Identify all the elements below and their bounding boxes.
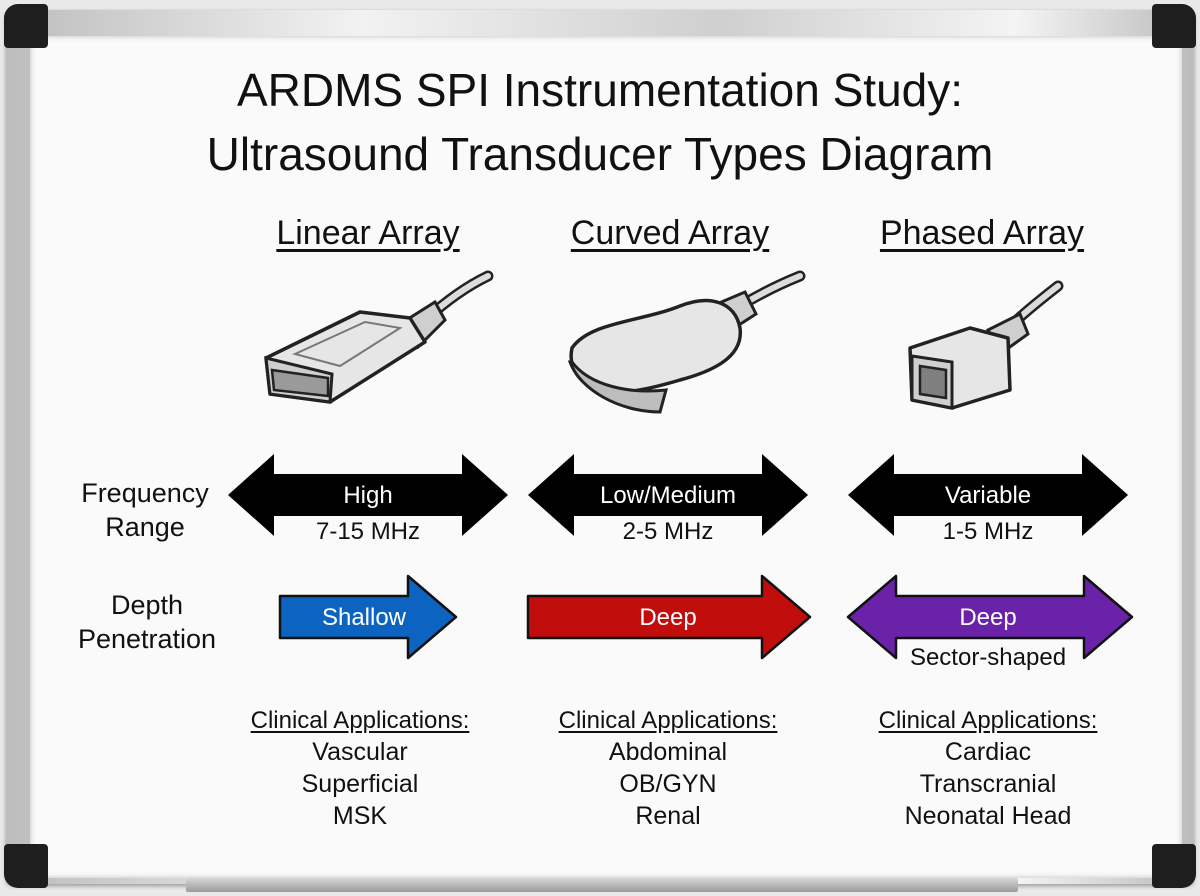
depth-arrow-linear xyxy=(278,574,458,660)
title-line-2: Ultrasound Transducer Types Diagram xyxy=(206,128,994,180)
depth-arrow-curved xyxy=(526,574,812,660)
application-item: Neonatal Head xyxy=(904,802,1072,830)
depth-label-phased: Deep xyxy=(959,604,1017,631)
frame-corner xyxy=(1152,4,1196,48)
frequency-arrow-curved xyxy=(528,454,808,536)
frequency-range-curved: 2-5 MHz xyxy=(622,518,714,545)
frequency-range-linear: 7-15 MHz xyxy=(315,518,421,545)
row-label-depth-line2: Penetration xyxy=(77,624,217,654)
application-item: Vascular xyxy=(312,738,408,766)
whiteboard-frame xyxy=(6,10,1194,884)
application-item: Renal xyxy=(635,802,701,830)
frequency-label-curved: Low/Medium xyxy=(599,482,737,509)
applications-heading-phased: Clinical Applications: xyxy=(878,707,1098,734)
frequency-range-phased: 1-5 MHz xyxy=(942,518,1034,545)
title-line-1: ARDMS SPI Instrumentation Study: xyxy=(236,64,964,116)
applications-heading-linear: Clinical Applications: xyxy=(250,707,470,734)
frame-corner xyxy=(4,844,48,888)
frame-corner xyxy=(1152,844,1196,888)
row-label-frequency: Frequency Range xyxy=(60,476,230,544)
frequency-label-linear: High xyxy=(343,482,393,509)
application-item: Abdominal xyxy=(608,738,728,766)
application-item: Transcranial xyxy=(919,770,1057,798)
row-label-frequency-line2: Range xyxy=(105,512,185,542)
frequency-label-phased: Variable xyxy=(944,482,1032,509)
row-label-frequency-line1: Frequency xyxy=(81,478,209,508)
depth-label-linear: Shallow xyxy=(321,604,407,631)
column-heading-linear: Linear Array xyxy=(276,214,460,252)
applications-heading-curved: Clinical Applications: xyxy=(558,707,778,734)
curved-transducer-icon xyxy=(567,270,806,414)
application-item: Superficial xyxy=(301,770,419,798)
depth-label-curved: Deep xyxy=(639,604,697,631)
frequency-arrow-phased xyxy=(848,454,1128,536)
depth-arrow-phased xyxy=(846,574,1134,660)
application-item: OB/GYN xyxy=(619,770,717,798)
phased-transducer-icon xyxy=(908,280,1064,410)
marker-tray xyxy=(186,878,1018,892)
application-item: Cardiac xyxy=(944,738,1032,766)
frequency-arrow-linear xyxy=(228,454,508,536)
application-item: MSK xyxy=(332,802,388,830)
column-heading-phased: Phased Array xyxy=(879,214,1085,252)
row-label-depth: Depth Penetration xyxy=(58,588,236,656)
row-label-depth-line1: Depth xyxy=(110,590,184,620)
depth-note-phased: Sector-shaped xyxy=(909,644,1067,671)
whiteboard-surface xyxy=(30,36,1182,878)
linear-transducer-icon xyxy=(264,270,494,404)
frame-corner xyxy=(4,4,48,48)
column-heading-curved: Curved Array xyxy=(570,214,770,252)
